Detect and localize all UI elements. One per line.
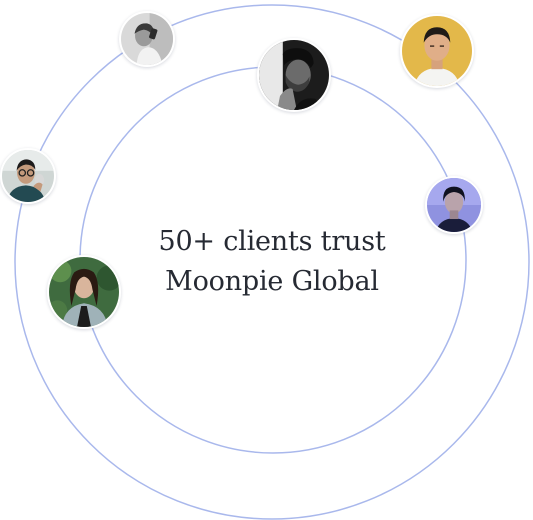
- avatar-photo-icon: [402, 16, 472, 86]
- avatar-photo-icon: [427, 178, 481, 232]
- headline-line-2: Moonpie Global: [165, 266, 379, 297]
- client-avatar-man-dark: [257, 38, 331, 112]
- clients-headline: 50+ clients trust Moonpie Global: [66, 222, 478, 302]
- client-avatar-man-yellow: [400, 14, 474, 88]
- avatar-photo-icon: [259, 40, 329, 110]
- client-avatar-man-glasses: [0, 148, 56, 204]
- client-avatar-woman-purple: [425, 176, 483, 234]
- client-avatar-woman-phone: [119, 11, 175, 67]
- avatar-photo-icon: [49, 257, 119, 327]
- avatar-photo-icon: [121, 13, 173, 65]
- outer-orbit-ring: [14, 4, 530, 520]
- client-avatar-woman-green: [47, 255, 121, 329]
- avatar-photo-icon: [2, 150, 54, 202]
- headline-line-1: 50+ clients trust: [158, 226, 386, 257]
